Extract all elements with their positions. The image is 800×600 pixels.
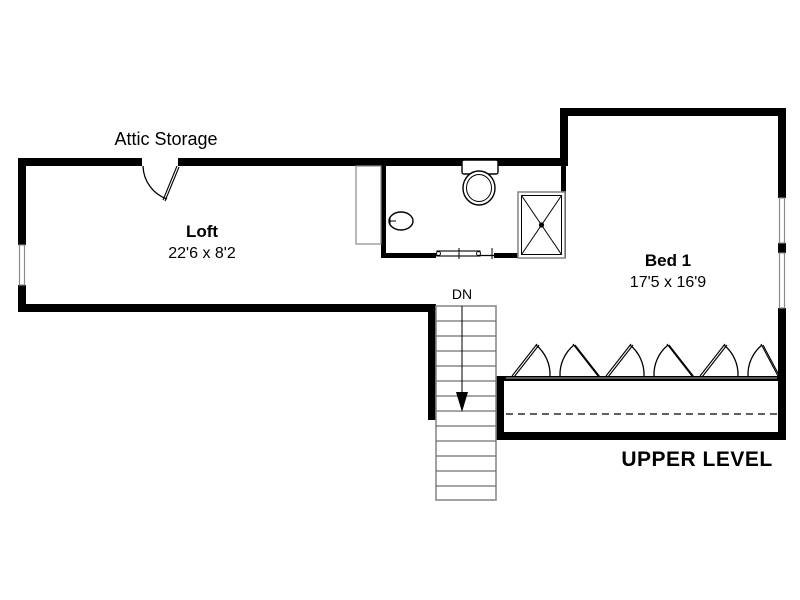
- bathroom-pocket-door[interactable]: [436, 248, 494, 259]
- stair-direction-label: DN: [452, 286, 472, 302]
- attic-storage-door[interactable]: [142, 165, 180, 202]
- level-title-label: UPPER LEVEL: [621, 448, 772, 471]
- wall-east-bed1-mid: [778, 243, 786, 253]
- window-west-wall: [18, 244, 26, 286]
- wall-south-bed1: [496, 432, 786, 440]
- loft-room-name: Loft: [186, 222, 218, 241]
- bed1-room-name: Bed 1: [645, 251, 691, 270]
- bed1-room-dimensions: 17'5 x 16'9: [630, 274, 706, 291]
- shower-stall: [517, 191, 566, 259]
- wall-bed1-west-stair: [496, 376, 504, 440]
- mechanical-chase: [355, 165, 382, 245]
- attic-storage-label: Attic Storage: [114, 129, 217, 149]
- wall-stair-west: [428, 304, 436, 420]
- closet-bifold-door[interactable]: [605, 343, 695, 378]
- stair-run-down: [435, 305, 497, 501]
- wall-east-bed1-upper: [778, 108, 786, 198]
- fixture-group: [388, 159, 777, 415]
- closet-bifold-door[interactable]: [699, 343, 781, 378]
- wall-south-loft: [18, 304, 436, 312]
- toilet: [461, 159, 499, 206]
- wall-north-bed1: [560, 108, 786, 116]
- wall-top-loft-right: [178, 158, 566, 166]
- bathroom-sink: [388, 211, 414, 231]
- window-east-wall: [778, 197, 786, 309]
- wall-west-lower: [18, 285, 26, 312]
- wall-west-upper: [18, 158, 26, 245]
- wall-bed1-west-upper: [560, 108, 568, 166]
- closet-bifold-door[interactable]: [511, 343, 601, 378]
- wall-bath-west-partition: [381, 166, 386, 258]
- loft-room-dimensions: 22'6 x 8'2: [168, 245, 236, 262]
- wall-bath-south: [381, 253, 436, 258]
- door-group: [142, 165, 781, 378]
- wall-east-bed1-lower: [778, 308, 786, 440]
- wall-top-loft-left: [18, 158, 142, 166]
- text-labels: Attic Storage Loft 22'6 x 8'2 Bed 1 17'5…: [114, 129, 772, 471]
